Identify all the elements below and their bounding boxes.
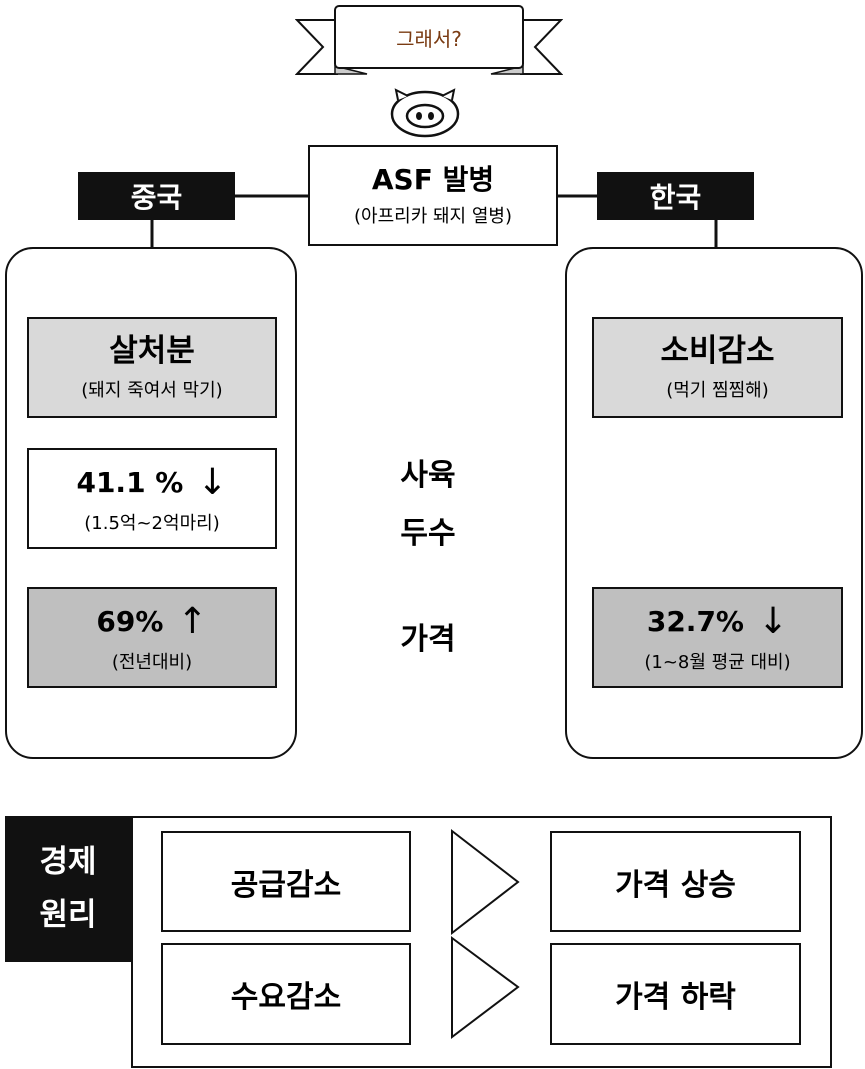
play-arrow-icon <box>451 828 520 936</box>
economics-label: 경제 원리 <box>5 816 131 962</box>
korea-consumption-title: 소비감소 <box>660 332 775 369</box>
china-livestock-subtitle: (1.5억~2억마리) <box>84 513 220 534</box>
up-arrow-icon: ↑ <box>177 601 208 642</box>
ribbon-banner: 그래서? <box>294 4 564 76</box>
pig-face-icon <box>388 88 462 138</box>
economics-frame <box>131 816 832 1068</box>
asf-title: ASF 발병 <box>371 162 495 196</box>
price-rise-box: 가격 상승 <box>550 831 801 932</box>
economics-label-line2: 원리 <box>39 897 97 933</box>
korea-consumption-subtitle: (먹기 찜찜해) <box>666 380 769 402</box>
price-fall-box: 가격 하락 <box>550 943 801 1045</box>
economics-label-line1: 경제 <box>39 844 97 881</box>
demand-decrease-box: 수요감소 <box>161 943 411 1045</box>
korea-label: 한국 <box>597 172 754 220</box>
korea-price-value: 32.7% <box>646 604 744 638</box>
supply-decrease-box: 공급감소 <box>161 831 411 932</box>
play-arrow-icon <box>451 936 520 1040</box>
down-arrow-icon: ↓ <box>197 462 228 503</box>
china-livestock-card: 41.1 % ↓ (1.5억~2억마리) <box>27 448 277 549</box>
asf-outbreak-box: ASF 발병 (아프리카 돼지 열병) <box>308 145 558 246</box>
china-livestock-value: 41.1 % <box>76 465 184 499</box>
price-label: 가격 <box>400 622 456 657</box>
ribbon-shape <box>294 5 564 75</box>
china-price-card: 69% ↑ (전년대비) <box>27 587 277 688</box>
korea-price-subtitle: (1~8월 평균 대비) <box>644 652 791 673</box>
livestock-label-line2: 두수 <box>400 516 456 551</box>
livestock-label-line1: 사육 <box>400 458 456 493</box>
china-price-subtitle: (전년대비) <box>111 652 193 673</box>
china-label: 중국 <box>78 172 235 220</box>
china-culling-title: 살처분 <box>109 332 195 369</box>
china-price-value: 69% <box>96 604 164 638</box>
china-culling-subtitle: (돼지 죽여서 막기) <box>81 380 223 402</box>
asf-subtitle: (아프리카 돼지 열병) <box>354 206 512 228</box>
ribbon-text: 그래서? <box>396 26 462 51</box>
korea-price-card: 32.7% ↓ (1~8월 평균 대비) <box>592 587 843 688</box>
korea-consumption-card: 소비감소 (먹기 찜찜해) <box>592 317 843 418</box>
down-arrow-icon: ↓ <box>757 601 789 642</box>
china-culling-card: 살처분 (돼지 죽여서 막기) <box>27 317 277 418</box>
